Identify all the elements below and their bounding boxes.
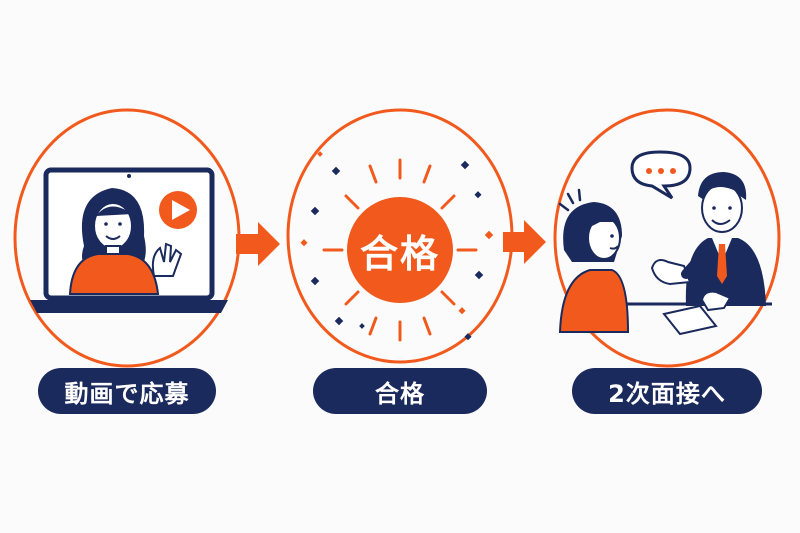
arrow-right-icon	[503, 220, 546, 264]
step-3-circle	[553, 108, 781, 368]
interview-icon	[558, 150, 772, 336]
pass-badge-label: 合格	[359, 231, 440, 276]
step-3-label: 2次面接へ	[572, 368, 762, 414]
step-2-label: 合格	[313, 368, 487, 414]
arrow-right-icon	[236, 222, 280, 266]
pass-badge-icon	[300, 151, 494, 342]
step-1-label: 動画で応募	[38, 368, 216, 414]
laptop-video-icon	[30, 167, 228, 313]
